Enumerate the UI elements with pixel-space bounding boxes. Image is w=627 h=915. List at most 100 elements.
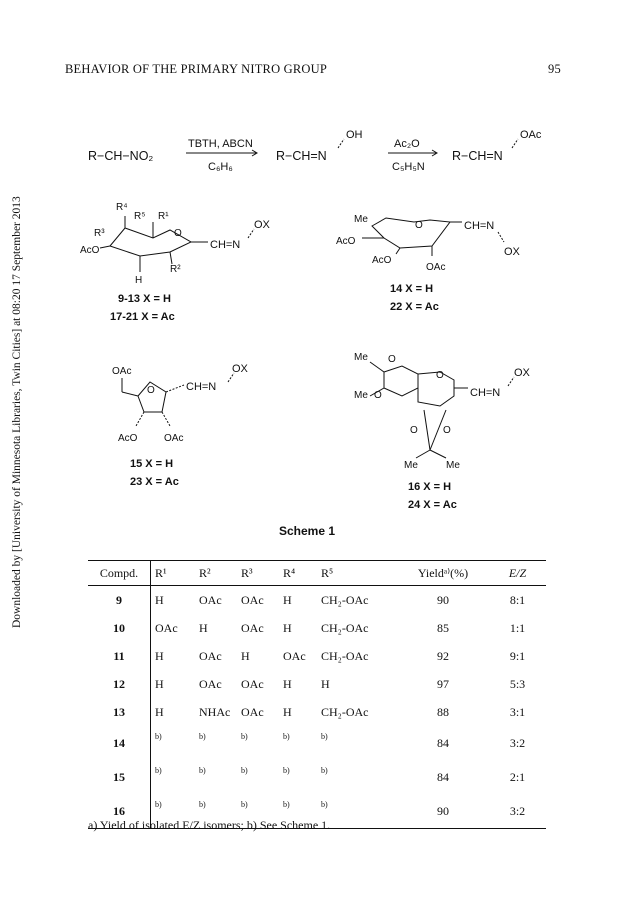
reagent-1: TBTH, ABCN bbox=[188, 138, 253, 150]
pyranose-structure: R⁴ R⁵ R¹ R³ O AcO H R² CH=N OX 9-13 X = … bbox=[80, 202, 271, 323]
table-cell: 97 bbox=[437, 676, 449, 691]
h-label: H bbox=[135, 275, 142, 286]
ring-oxygen-1: O bbox=[388, 354, 396, 365]
methyl-label-3: Me bbox=[404, 460, 418, 471]
table-cell: b) bbox=[199, 732, 206, 741]
table-cell: H bbox=[283, 676, 292, 691]
table-cell: b) bbox=[199, 766, 206, 775]
table-cell: b) bbox=[321, 766, 328, 775]
running-title: BEHAVIOR OF THE PRIMARY NITRO GROUP bbox=[65, 62, 328, 76]
table-cell: b) bbox=[279, 794, 317, 829]
col-header-r4: R⁴ bbox=[279, 560, 317, 586]
table-cell: b) bbox=[317, 794, 397, 829]
caption-15: 15 X = H bbox=[130, 458, 173, 470]
reactant: R−CH−NO₂ bbox=[88, 149, 153, 163]
table-cell: H bbox=[283, 592, 292, 607]
table-cell: OAc bbox=[199, 648, 222, 663]
table-cell: H bbox=[150, 585, 195, 614]
table-cell: 88 bbox=[437, 704, 449, 719]
table-cell: 16 bbox=[88, 794, 151, 829]
table-cell: CH₂-OAc bbox=[321, 620, 369, 635]
col-header-r2: R² bbox=[195, 560, 237, 586]
oac-label: OAc bbox=[112, 366, 131, 377]
table-cell: NHAc bbox=[199, 704, 231, 719]
table-cell: OAc bbox=[150, 614, 195, 642]
arrowhead-1 bbox=[251, 149, 258, 157]
table-cell: b) bbox=[237, 794, 279, 829]
table-cell: 84 bbox=[437, 769, 449, 784]
compound-14-structure: Me O CH=N OX AcO AcO OAc 14 X = H 22 X =… bbox=[336, 214, 521, 313]
oxime-intermediate: R−CH=N bbox=[276, 149, 327, 163]
table-cell: b) bbox=[150, 760, 195, 794]
table-cell: 84 bbox=[437, 735, 449, 750]
table-cell: 12 bbox=[113, 676, 125, 691]
caption-22: 22 X = Ac bbox=[390, 301, 439, 313]
oxime-group: CH=N bbox=[186, 381, 216, 393]
table-row: 9 H OAc OAc H CH₂-OAc 90 8:1 bbox=[88, 585, 546, 614]
ox-label: OX bbox=[504, 246, 521, 258]
table-cell: H bbox=[283, 620, 292, 635]
table-cell: b) bbox=[195, 794, 237, 829]
furanose-structure: OAc O CH=N OX AcO OAc 15 X = H 23 X = Ac bbox=[112, 363, 249, 488]
caption-9-13: 9-13 X = H bbox=[118, 293, 171, 305]
acetoxy-label-1: AcO bbox=[336, 236, 356, 247]
table-cell: 90 bbox=[437, 592, 449, 607]
col-header-r3: R³ bbox=[237, 560, 279, 586]
caption-14: 14 X = H bbox=[390, 283, 433, 295]
acetoxy-label-2: AcO bbox=[372, 255, 392, 266]
page-number: 95 bbox=[548, 62, 561, 76]
table-cell: 3:1 bbox=[509, 704, 526, 719]
table-cell: 90 bbox=[397, 794, 485, 829]
table-cell: OAc bbox=[199, 592, 222, 607]
ring-oxygen: O bbox=[415, 220, 423, 231]
table-cell: CH₂-OAc bbox=[321, 592, 369, 607]
reaction-equation: R−CH−NO₂ TBTH, ABCN C₆H₆ R−CH=N OH Ac₂O … bbox=[88, 129, 542, 173]
table-cell: b) bbox=[241, 732, 248, 741]
col-header-yield: Yieldᵃ⁾(%) bbox=[397, 560, 485, 586]
table-cell: 3:2 bbox=[509, 735, 526, 750]
oxime-group: CH=N bbox=[470, 387, 500, 399]
scheme-title: Scheme 1 bbox=[279, 524, 336, 538]
table-cell: H bbox=[283, 704, 292, 719]
table-cell: 9:1 bbox=[509, 648, 526, 663]
table-cell: 9 bbox=[116, 592, 122, 607]
table-cell: 3:2 bbox=[485, 794, 546, 829]
acetoxy-label: AcO bbox=[118, 433, 138, 444]
table-cell: H bbox=[321, 676, 330, 691]
table-cell: OAc bbox=[283, 648, 306, 663]
r3-label: R³ bbox=[94, 228, 105, 239]
methyl-label-4: Me bbox=[446, 460, 460, 471]
methyl-label-2: Me bbox=[354, 390, 368, 401]
table-cell: OAc bbox=[241, 676, 264, 691]
oac-label-2: OAc bbox=[164, 433, 183, 444]
table-cell: 8:1 bbox=[509, 592, 526, 607]
acetyl-oxime-product: R−CH=N bbox=[452, 149, 503, 163]
table-cell: H bbox=[199, 620, 208, 635]
solvent-1: C₆H₆ bbox=[208, 161, 233, 173]
col-header-r5: R⁵ bbox=[317, 560, 397, 586]
ring-oxygen: O bbox=[147, 385, 155, 396]
table-cell: OAc bbox=[241, 592, 264, 607]
col-header-ez: E/Z bbox=[485, 560, 546, 586]
table-cell: H bbox=[241, 648, 250, 663]
table-cell: OAc bbox=[241, 620, 264, 635]
table-cell: 13 bbox=[113, 704, 125, 719]
table-cell: H bbox=[150, 670, 195, 698]
table-cell: 92 bbox=[437, 648, 449, 663]
reaction-scheme: R−CH−NO₂ TBTH, ABCN C₆H₆ R−CH=N OH Ac₂O … bbox=[80, 129, 542, 511]
table-cell: b) bbox=[321, 732, 328, 741]
table-cell: 14 bbox=[113, 735, 125, 750]
table-cell: CH₂-OAc bbox=[321, 704, 369, 719]
oac-label: OAc bbox=[426, 262, 445, 273]
ox-label: OX bbox=[254, 219, 271, 231]
table-cell: 85 bbox=[437, 620, 449, 635]
ring-oxygen-5: O bbox=[443, 425, 451, 436]
reagent-2: Ac₂O bbox=[394, 138, 420, 150]
ox-label: OX bbox=[232, 363, 249, 375]
